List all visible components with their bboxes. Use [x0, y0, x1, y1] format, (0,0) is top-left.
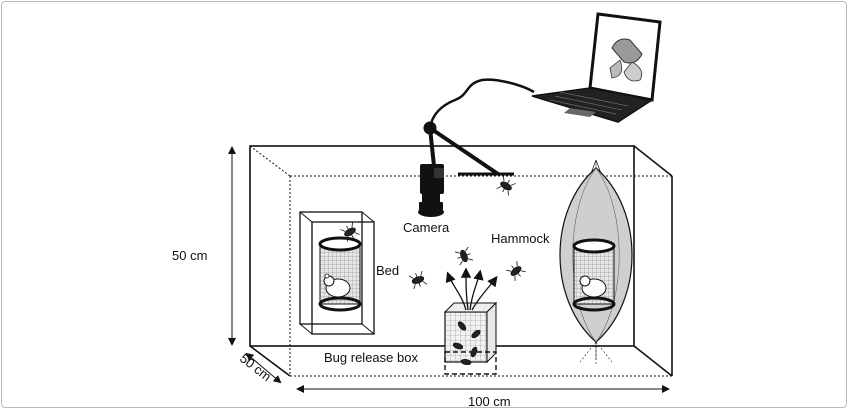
- arena-box: [249, 145, 673, 377]
- camera-icon: [418, 164, 444, 217]
- depth-label: 50 cm: [237, 351, 274, 385]
- laptop-icon: [531, 12, 662, 123]
- film-reel-icon: [609, 38, 643, 82]
- bug-icon: [408, 270, 428, 290]
- bug-icon: [471, 329, 481, 339]
- camera-label: Camera: [403, 220, 450, 235]
- bug-icon: [457, 321, 467, 331]
- bed-label: Bed: [376, 263, 399, 278]
- width-label: 100 cm: [468, 394, 511, 409]
- bug-icon: [496, 176, 516, 196]
- bug-release-box: [443, 301, 498, 375]
- bug-icon: [506, 261, 526, 281]
- bed-cage: [299, 211, 375, 335]
- camera-arm: [423, 121, 514, 176]
- hammock-label: Hammock: [491, 231, 550, 246]
- hammock: [559, 159, 633, 366]
- bug-icon: [340, 222, 360, 242]
- mouse-in-cage-icon: [579, 275, 607, 298]
- camera-cable: [428, 78, 535, 129]
- bug-icon: [470, 346, 478, 358]
- bug-icon: [460, 358, 472, 366]
- mouse-in-cage-icon: [323, 273, 351, 298]
- bug-icon: [452, 342, 464, 350]
- bug-release-box-label: Bug release box: [324, 350, 418, 365]
- release-arrows: [445, 267, 498, 311]
- bug-icon: [454, 246, 474, 266]
- height-label: 50 cm: [172, 248, 207, 263]
- depth-dimension: [245, 352, 282, 384]
